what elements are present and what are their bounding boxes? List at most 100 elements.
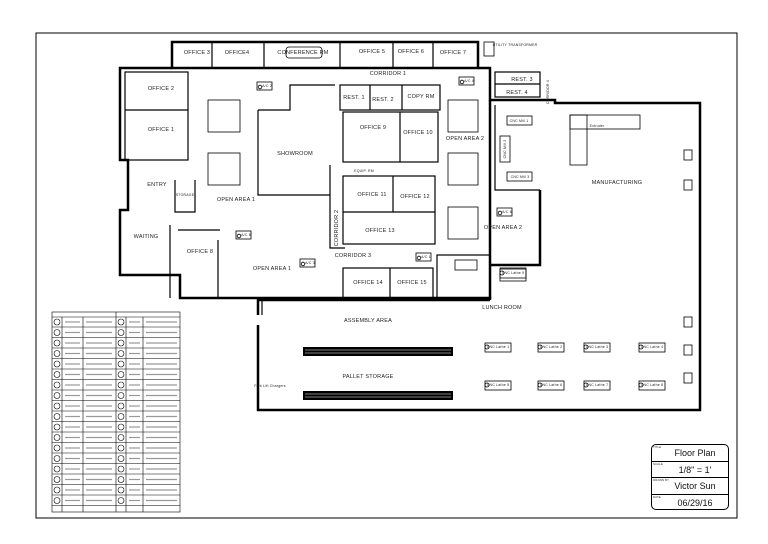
equipment-label: CNC Lathe 7 [585,383,609,387]
ac-unit-label: A/C 6 [502,210,512,214]
equipment-label: CNC Mill 2 [503,139,507,159]
room-label: OFFICE 6 [397,49,425,55]
row-symbol-icon [117,444,125,452]
room-label: OFFICE 11 [357,192,387,198]
ac-fan-icon [497,210,503,216]
row-symbol-icon [117,371,125,378]
room-label: OFFICE 13 [365,228,395,234]
room-label: REST. 2 [372,97,394,103]
lathe-spindle-icon [537,344,543,350]
ac-fan-icon [236,233,242,239]
lathe-spindle-icon [583,382,589,388]
room-label: CORRIDOR 1 [369,71,407,77]
equipment-label: CNC Lathe 3 [585,345,609,349]
row-symbol-icon [53,371,61,378]
room-label: OPEN AREA 1 [216,197,256,203]
date-key: DATE [653,494,661,499]
equipment-label: CNC Mill 1 [509,119,529,123]
equipment-label: Fork Lift Chargers [254,384,286,388]
pallet-racks [303,347,453,400]
equipment-label: CNC Lathe 9 [501,271,525,275]
machine-box [683,344,693,356]
room-label: OFFICE4 [224,50,250,56]
row-symbol-icon [53,339,61,347]
room-label: CORRIDOR 2 [334,209,340,247]
row-symbol-icon [117,476,125,483]
drawing-date: 06/29/16 [677,497,713,508]
row-symbol-icon [117,465,125,473]
lathe-spindle-icon [583,344,589,350]
drawing-title: Floor Plan [674,448,716,458]
row-symbol-icon [53,486,61,494]
room-label: OFFICE 7 [439,50,467,56]
room-label: OFFICE 9 [359,125,387,131]
room-label: OPEN AREA 1 [252,266,292,272]
row-symbol-icon [117,455,125,462]
lathe-spindle-icon [484,344,490,350]
room-label: OFFICE 10 [403,130,433,136]
row-symbol-icon [117,434,125,441]
ac-unit-box [415,252,432,262]
equipment-label: CNC Mill 3 [510,175,530,179]
row-symbol-icon [117,329,125,336]
room-label: EQUIP. RM [354,169,374,173]
room-label: CORRIDOR 3 [334,253,372,259]
room-label: OFFICE 1 [147,127,175,133]
row-symbol-icon [117,350,125,357]
room-label: UTILITY TRANSFORMER [492,43,538,47]
lathe-spindle-icon [499,270,505,276]
row-symbol-icon [53,318,61,326]
room-label: OFFICE 3 [183,50,211,56]
row-symbol-icon [53,423,61,431]
equipment-label: CNC Lathe 4 [640,345,664,349]
row-symbol-icon [117,423,125,431]
room-label: REST. 3 [511,77,533,83]
room-label: OFFICE 15 [397,280,427,286]
ac-unit-label: A/C 2 [262,84,272,88]
row-symbol-icon [53,497,61,504]
room-label: OFFICE 12 [400,194,430,200]
lathe-spindle-icon [638,382,644,388]
room-label: ASSEMBLY AREA [344,318,392,324]
room-label: OFFICE 5 [358,49,386,55]
room-label: ENTRY [147,182,167,188]
ac-unit-label: A/C 5 [241,233,251,237]
ac-unit-box [496,207,513,217]
ac-unit-label: A/C 1 [421,255,431,259]
row-symbol-icon [117,381,125,389]
row-symbol-icon [53,465,61,473]
equipment-label: CNC Lathe 1 [486,345,510,349]
room-label: SHOWROOM [277,151,313,157]
row-symbol-icon [53,476,61,483]
equipment-label: CNC Lathe 6 [539,383,563,387]
row-symbol-icon [53,360,61,368]
ac-fan-icon [416,255,422,261]
ac-unit-label: A/C 3 [305,261,315,265]
row-symbol-icon [53,350,61,357]
equipment-label: Extruder [589,124,605,128]
pallet-rack-lines [305,349,451,398]
cnc-lathes [484,268,666,391]
equipment-label: CNC Lathe 2 [539,345,563,349]
row-symbol-icon [53,329,61,336]
ac-fan-icon [300,261,306,267]
row-symbol-icon [117,486,125,494]
room-label: WAITING [133,234,159,240]
row-symbol-icon [117,497,125,504]
interior-walls [124,42,541,315]
room-label: STORAGE [175,193,195,197]
row-symbol-icon [117,360,125,368]
ac-fan-icon [257,84,263,90]
room-label: COPY RM [407,94,435,100]
row-symbol-icon [117,392,125,399]
lathe-spindle-icon [638,344,644,350]
room-label: OPEN AREA 2 [483,225,523,231]
ac-unit-box [458,76,475,86]
machine-box [683,179,693,191]
row-symbol-icon [53,434,61,441]
room-label: OFFICE 14 [353,280,383,286]
row-symbol-icon [117,339,125,347]
equipment-label: CNC Lathe 5 [486,383,510,387]
